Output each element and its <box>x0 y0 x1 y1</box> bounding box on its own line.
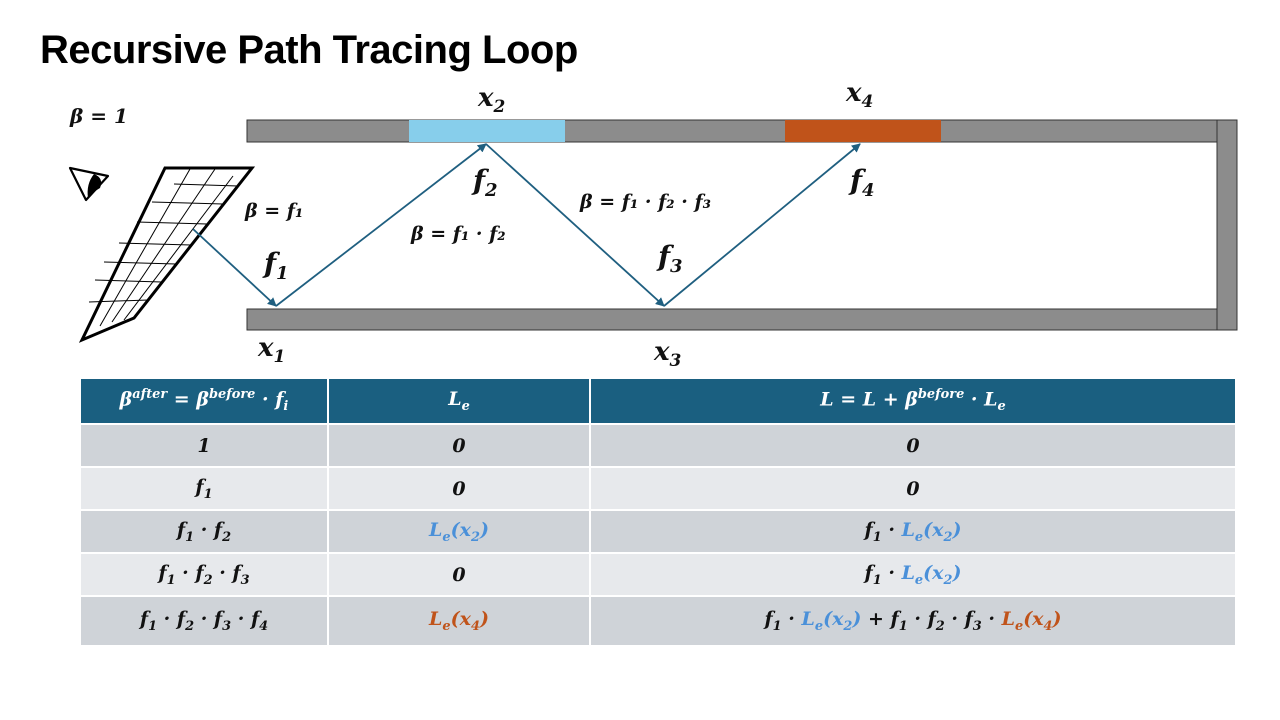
bottom-wall <box>246 308 1238 331</box>
ray-x2-to-x3 <box>485 143 665 307</box>
table-cell: f1 <box>81 466 329 510</box>
table-cell: f1 · Le(x2) <box>590 509 1237 553</box>
beta-initial-label: β = 1 <box>69 104 128 128</box>
slide-title: Recursive Path Tracing Loop <box>40 28 578 72</box>
beta-label-2: β = f₁ · f₂ <box>410 223 506 245</box>
point-x1-label: x1 <box>257 333 285 367</box>
header-emission: Le <box>328 379 591 424</box>
table-row: f1 · f2 · f3 0 f1 · Le(x2) <box>81 552 1237 596</box>
ray-x3-to-x4 <box>663 143 861 307</box>
light-source-x2 <box>409 120 565 142</box>
table-cell: f1 · Le(x2) <box>590 552 1237 596</box>
table-cell: 1 <box>81 423 329 467</box>
ray-camera-to-x1 <box>192 228 277 307</box>
table-header-row: βafter = βbefore · fi Le L = L + βbefore… <box>81 379 1237 424</box>
brdf-f3-label: f3 <box>656 240 683 277</box>
beta-label-3: β = f₁ · f₂ · f₃ <box>579 191 711 213</box>
beta-label-1: β = f₁ <box>244 200 303 222</box>
table-row: f1 0 0 <box>81 466 1237 510</box>
table-cell: Le(x4) <box>328 595 591 645</box>
path-tracing-diagram: β = 1 x1 x2 x3 x4 f1 f2 f3 f4 β = f₁ β =… <box>68 78 1238 371</box>
table-cell: 0 <box>590 466 1237 510</box>
brdf-f2-label: f2 <box>471 164 498 201</box>
right-wall <box>1216 119 1238 331</box>
table-row: f1 · f2 · f3 · f4 Le(x4) f1 · Le(x2) + f… <box>81 595 1237 645</box>
table-cell: 0 <box>590 423 1237 467</box>
header-radiance-update: L = L + βbefore · Le <box>590 379 1237 424</box>
brdf-f1-label: f1 <box>262 247 289 284</box>
table-row: f1 · f2 Le(x2) f1 · Le(x2) <box>81 509 1237 553</box>
point-x2-label: x2 <box>477 83 506 117</box>
throughput-table: βafter = βbefore · fi Le L = L + βbefore… <box>81 379 1237 645</box>
table-cell: 0 <box>328 423 591 467</box>
top-wall <box>246 119 1238 143</box>
light-source-x4 <box>785 120 941 142</box>
table-cell: f1 · f2 · f3 · f4 <box>81 595 329 645</box>
table-cell: f1 · Le(x2) + f1 · f2 · f3 · Le(x4) <box>590 595 1237 645</box>
image-plane-grid <box>78 166 256 343</box>
ray-x1-to-x2 <box>275 143 487 307</box>
header-beta-update: βafter = βbefore · fi <box>81 379 329 424</box>
point-x3-label: x3 <box>653 337 682 371</box>
brdf-f4-label: f4 <box>848 164 875 201</box>
table-row: 1 0 0 <box>81 423 1237 467</box>
table-cell: 0 <box>328 552 591 596</box>
point-x4-label: x4 <box>845 78 873 112</box>
eye-icon <box>68 166 110 202</box>
table-cell: Le(x2) <box>328 509 591 553</box>
table-cell: f1 · f2 <box>81 509 329 553</box>
table-cell: f1 · f2 · f3 <box>81 552 329 596</box>
table-cell: 0 <box>328 466 591 510</box>
